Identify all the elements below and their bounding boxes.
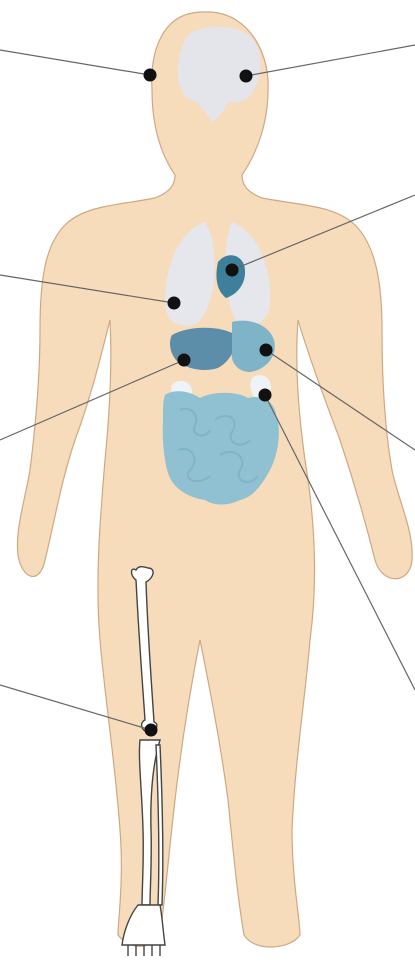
pointer-line-brain — [246, 45, 415, 76]
marker-dot-pancreas — [259, 389, 272, 402]
marker-dot-lung — [168, 297, 181, 310]
marker-dot-heart — [226, 264, 239, 277]
marker-dot-scalp — [144, 69, 157, 82]
pointer-line-scalp — [0, 50, 150, 75]
marker-dot-knee — [145, 724, 158, 737]
marker-dot-liver — [178, 354, 191, 367]
toe-lines — [128, 945, 160, 956]
marker-dot-brain — [240, 70, 253, 83]
marker-dot-stomach — [260, 344, 273, 357]
